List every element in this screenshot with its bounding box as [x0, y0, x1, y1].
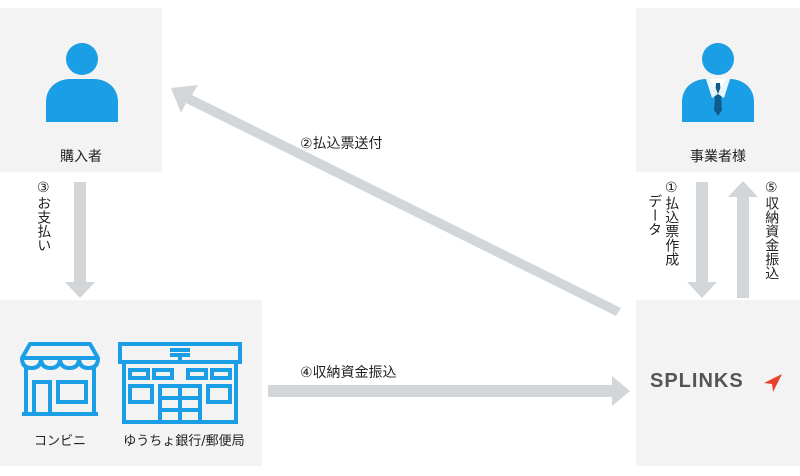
buyer-label: 購入者 [60, 149, 102, 165]
splinks-logo-text: SPLINKS [650, 370, 744, 392]
arrow-step5 [728, 181, 758, 298]
arrow-step4 [268, 376, 630, 406]
step1-label-line1: ①払込票作成 [663, 180, 680, 266]
splinks-arrow-icon [764, 374, 782, 392]
conbini-label: コンビニ [33, 434, 86, 449]
step5-label: ⑤収納資金振込 [763, 180, 780, 280]
step3-label: ③お支払い [35, 180, 52, 252]
step1-label-line2: データ [646, 194, 663, 236]
businessman-icon [682, 43, 754, 122]
person-icon [46, 43, 118, 122]
business-label: 事業者様 [690, 149, 746, 165]
splinks-logo: SPLINKS [650, 370, 790, 393]
step2-label: ②払込票送付 [300, 136, 383, 152]
arrow-step2 [171, 85, 621, 316]
arrow-step1 [687, 182, 717, 298]
step4-label: ④収納資金振込 [300, 365, 397, 381]
convenience-store-icon [20, 342, 100, 416]
bank-label: ゆうちょ銀行/郵便局 [123, 434, 245, 449]
arrow-step3 [65, 182, 95, 298]
post-office-icon [118, 342, 242, 424]
